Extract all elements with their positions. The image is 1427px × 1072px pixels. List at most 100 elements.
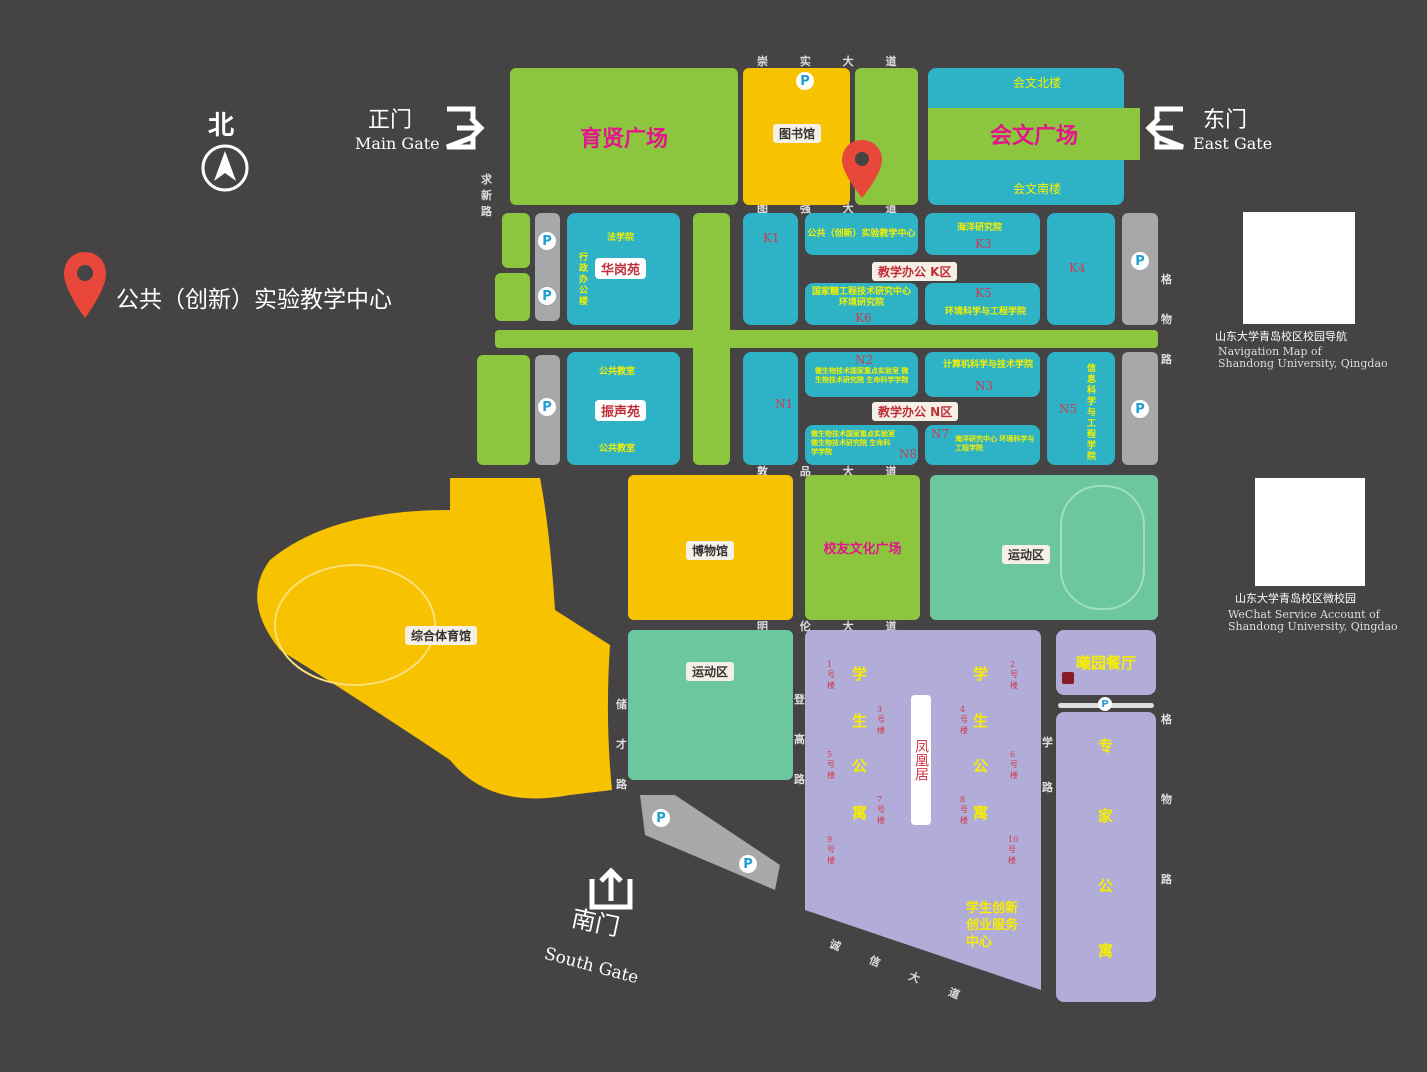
east-gate-cn: 东门 bbox=[1203, 108, 1248, 133]
building-k4[interactable]: K4 bbox=[1047, 213, 1115, 325]
canteen-block[interactable]: 曦园餐厅 bbox=[1056, 630, 1156, 695]
huiwen-north-label: 会文北楼 bbox=[1013, 76, 1062, 90]
sports-area-south[interactable]: 运动区 bbox=[628, 630, 793, 780]
parking-icon: P bbox=[1131, 400, 1149, 418]
legend-marker-label: 公共（创新）实验教学中心 bbox=[116, 287, 392, 313]
huagang-label: 华岗苑 bbox=[595, 258, 647, 279]
dorm-label-char: 生 bbox=[852, 712, 868, 730]
building-code: N8 bbox=[899, 447, 918, 461]
road-tuqiang: 图 强 大 道 bbox=[757, 202, 897, 215]
parking-icon: P bbox=[1098, 697, 1112, 711]
building-desc: 环境科学与工程学院 bbox=[945, 307, 1027, 317]
public-classroom-label: 公共教室 bbox=[599, 444, 636, 454]
huagang-block[interactable]: 法学院 行政办公楼 华岗苑 bbox=[567, 213, 680, 325]
green-strip bbox=[502, 213, 530, 268]
road-minglun: 明 伦 大 道 bbox=[757, 620, 897, 633]
building-desc: 信息科学与工程学院 bbox=[1087, 364, 1097, 462]
dorm-label-char: 生 bbox=[973, 712, 989, 730]
parking-lot[interactable] bbox=[635, 790, 785, 895]
gate-entrance-icon[interactable] bbox=[443, 105, 485, 151]
building-code: N7 bbox=[931, 427, 950, 441]
fenghuang-label[interactable]: 凤凰居 bbox=[911, 695, 931, 825]
building-n1[interactable]: N1 bbox=[743, 352, 798, 465]
parking-icon: P bbox=[538, 232, 556, 250]
east-gate-en: East Gate bbox=[1193, 134, 1273, 153]
building-k1[interactable]: K1 bbox=[743, 213, 798, 325]
road-gewu-north: 格 物 路 bbox=[1161, 273, 1172, 366]
building-desc: 微生物技术国家重点实验室 微生物技术研究院 生命科学学院 bbox=[811, 430, 895, 456]
main-gate-cn: 正门 bbox=[368, 108, 413, 133]
expert-apartment-block[interactable]: 专 家 公 寓 bbox=[1056, 712, 1156, 1002]
road-gewu-south: 格 物 路 bbox=[1161, 713, 1172, 886]
law-school-label: 法学院 bbox=[607, 233, 635, 243]
building-code: K3 bbox=[975, 237, 992, 251]
library-block[interactable]: 图书馆 bbox=[743, 68, 850, 205]
building-n3[interactable]: 计算机科学与技术学院 N3 bbox=[925, 352, 1040, 397]
dorm-number: 6号楼 bbox=[1010, 750, 1018, 780]
admin-building-label: 行政办公楼 bbox=[579, 253, 589, 307]
sports-area-east[interactable]: 运动区 bbox=[930, 475, 1158, 620]
road-xue: 学 路 bbox=[1042, 736, 1053, 794]
location-pin-icon bbox=[64, 252, 106, 318]
stadium-label: 综合体育馆 bbox=[405, 626, 478, 645]
huiwen-square[interactable]: 会文广场 bbox=[928, 108, 1140, 160]
innovation-center-label[interactable]: 学生创新创业服务中心 bbox=[966, 901, 1019, 950]
museum-block[interactable]: 博物馆 bbox=[628, 475, 793, 620]
library-label: 图书馆 bbox=[773, 124, 822, 143]
building-code: K4 bbox=[1069, 261, 1086, 275]
building-code: K1 bbox=[763, 231, 780, 245]
sports-label: 运动区 bbox=[1002, 545, 1051, 564]
qr-caption-cn: 山东大学青岛校区微校园 bbox=[1235, 592, 1356, 605]
navigation-qr-code bbox=[1243, 212, 1355, 324]
expert-label-char: 公 bbox=[1098, 877, 1114, 895]
building-n5[interactable]: N5 信息科学与工程学院 bbox=[1047, 352, 1115, 465]
gate-entrance-icon[interactable] bbox=[1145, 105, 1187, 151]
building-code: K5 bbox=[975, 286, 992, 300]
location-pin-icon[interactable] bbox=[840, 138, 884, 200]
building-desc: 计算机科学与技术学院 bbox=[943, 360, 1034, 370]
road-chucai: 储 才 路 bbox=[616, 698, 627, 791]
expert-label-char: 家 bbox=[1098, 807, 1114, 825]
south-gate-icon[interactable] bbox=[588, 865, 634, 911]
dorm-number: 10号楼 bbox=[1008, 835, 1019, 865]
yuxian-square[interactable]: 育贤广场 bbox=[510, 68, 738, 205]
building-desc: 微生物技术国家重点实验室 微生物技术研究院 生命科学学院 bbox=[815, 367, 909, 384]
running-track bbox=[1060, 485, 1145, 610]
ocean-institute-label: 海洋研究院 bbox=[957, 223, 1003, 233]
building-code: N5 bbox=[1059, 402, 1078, 416]
building-code: K6 bbox=[855, 311, 872, 325]
qr-caption-en: WeChat Service Account of bbox=[1228, 608, 1380, 621]
qr-caption-en: Shandong University, Qingdao bbox=[1228, 620, 1398, 633]
building-desc: 海洋研究中心 环境科学与工程学院 bbox=[955, 435, 1035, 452]
k-zone-label: 教学办公 K区 bbox=[872, 262, 958, 281]
expert-label-char: 寓 bbox=[1098, 942, 1114, 960]
dorm-number: 2号楼 bbox=[1010, 660, 1018, 690]
n-zone-label: 教学办公 N区 bbox=[872, 402, 959, 421]
qr-caption-en: Shandong University, Qingdao bbox=[1218, 357, 1388, 370]
wechat-qr-code bbox=[1255, 478, 1365, 586]
building-k3[interactable]: 海洋研究院 K3 bbox=[925, 213, 1040, 255]
building-code: N3 bbox=[975, 379, 994, 393]
dorm-label-char: 寓 bbox=[973, 804, 989, 822]
building-k5[interactable]: K5 环境科学与工程学院 bbox=[925, 283, 1040, 325]
restaurant-icon bbox=[1062, 672, 1074, 684]
dorm-label-char: 公 bbox=[973, 757, 989, 775]
building-n7[interactable]: N7 海洋研究中心 环境科学与工程学院 bbox=[925, 425, 1040, 465]
building-n8[interactable]: 微生物技术国家重点实验室 微生物技术研究院 生命科学学院 N8 bbox=[805, 425, 918, 465]
alumni-square[interactable]: 校友文化广场 bbox=[805, 475, 920, 620]
stadium-area[interactable] bbox=[240, 470, 620, 830]
lab-center-label: 公共（创新）实验教学中心 bbox=[807, 228, 916, 239]
parking-icon: P bbox=[538, 287, 556, 305]
huiwen-south-label: 会文南楼 bbox=[1013, 182, 1062, 196]
canteen-label: 曦园餐厅 bbox=[1076, 654, 1137, 672]
parking-icon: P bbox=[652, 809, 670, 827]
road-chongshi: 崇 实 大 道 bbox=[757, 55, 897, 68]
green-strip bbox=[477, 355, 530, 465]
zhensheng-block[interactable]: 公共教室 公共教室 振声苑 bbox=[567, 352, 680, 465]
building-code: N2 bbox=[855, 353, 874, 367]
lab-center-building[interactable]: 公共（创新）实验教学中心 bbox=[805, 213, 918, 255]
dorm-number: 7号楼 bbox=[877, 795, 885, 825]
road-denggao: 登 高 路 bbox=[794, 693, 805, 786]
